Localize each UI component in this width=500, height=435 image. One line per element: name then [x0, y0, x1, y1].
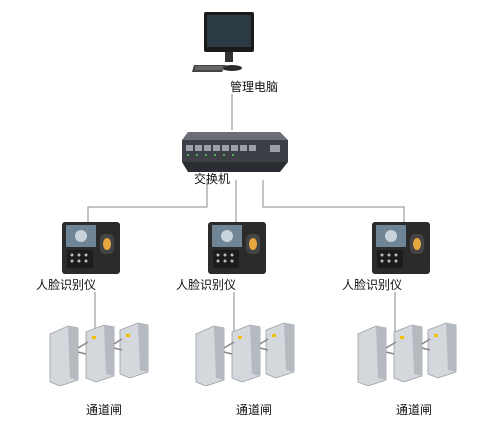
face-reader-3 [372, 222, 430, 274]
reader-label-2: 人脸识别仪 [176, 278, 237, 292]
turnstile-gate-3 [357, 322, 457, 386]
reader-label-3: 人脸识别仪 [342, 278, 403, 292]
switch-icon [182, 132, 288, 172]
switch-left-branch-line [87, 180, 208, 222]
gate-label-2: 通道闸 [236, 403, 273, 417]
turnstile-gate-2 [195, 322, 295, 386]
switch-right-branch-line [262, 180, 405, 222]
face-reader-2 [208, 222, 266, 274]
gate-label-1: 通道闸 [86, 403, 123, 417]
face-reader-1 [62, 222, 120, 274]
turnstile-gate-1 [49, 322, 149, 386]
reader-label-1: 人脸识别仪 [36, 278, 97, 292]
switch-label: 交换机 [194, 172, 231, 186]
gate-label-3: 通道闸 [396, 403, 433, 417]
computer-icon [192, 12, 254, 72]
computer-label: 管理电脑 [230, 80, 279, 94]
